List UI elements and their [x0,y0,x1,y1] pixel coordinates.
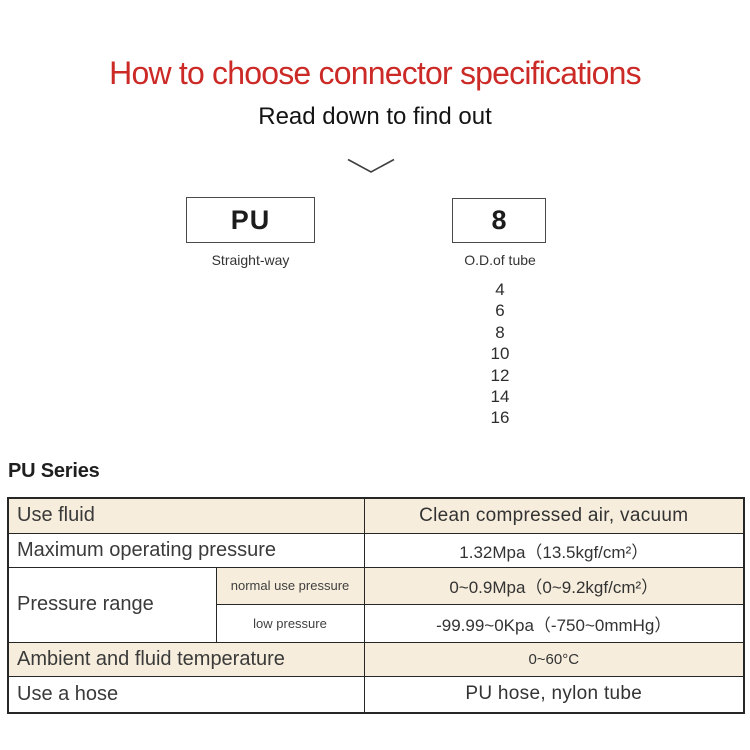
size-code-box: 8 [452,198,546,243]
chevron-down-icon [347,158,395,173]
row-sublabel: normal use pressure [215,566,365,605]
size-code-text: 8 [491,205,507,235]
page-subtitle: Read down to find out [258,103,492,130]
table-row-hose: Use a hose PU hose, nylon tube [7,675,745,714]
size-option: 8 [495,322,505,342]
row-value: 0~60°C [363,641,745,677]
table-row-pressure-range-low: low pressure -99.99~0Kpa（-750~0mmHg） [8,603,745,643]
row-value: PU hose, nylon tube [363,675,745,714]
size-code-label: O.D.of tube [464,252,536,268]
part-code-label: Straight-way [211,252,290,268]
row-label: Pressure range [7,566,217,643]
size-option: 4 [495,280,505,299]
page-title: How to choose connector specifications [109,55,641,91]
table-row-pressure-range-normal: Pressure range normal use pressure 0~0.9… [7,566,745,643]
row-label: Use a hose [7,675,365,714]
part-code-text: PU [230,204,271,235]
size-option: 16 [490,408,510,428]
series-heading: PU Series [8,460,100,482]
row-label: Use fluid [7,497,365,534]
row-value: 1.32Mpa（13.5kgf/cm²） [363,532,745,568]
part-code-box: PU [186,197,315,243]
table-row-temperature: Ambient and fluid temperature 0~60°C [7,641,745,677]
size-option: 6 [495,301,505,321]
spec-table: Use fluid Clean compressed air, vacuum M… [7,497,745,714]
row-value: Clean compressed air, vacuum [363,497,745,534]
size-option: 10 [490,344,510,364]
size-option: 12 [490,365,510,385]
row-label: Ambient and fluid temperature [7,641,365,677]
table-row-use-fluid: Use fluid Clean compressed air, vacuum [7,497,745,534]
table-row-max-pressure: Maximum operating pressure 1.32Mpa（13.5k… [7,532,745,568]
size-option: 14 [490,386,510,406]
row-value: 0~0.9Mpa（0~9.2kgf/cm²） [363,566,745,605]
row-label: Maximum operating pressure [7,532,365,568]
row-sublabel: low pressure [215,603,365,643]
size-options-list: 4 6 8 10 12 14 16 [430,279,570,429]
row-value: -99.99~0Kpa（-750~0mmHg） [363,603,745,643]
